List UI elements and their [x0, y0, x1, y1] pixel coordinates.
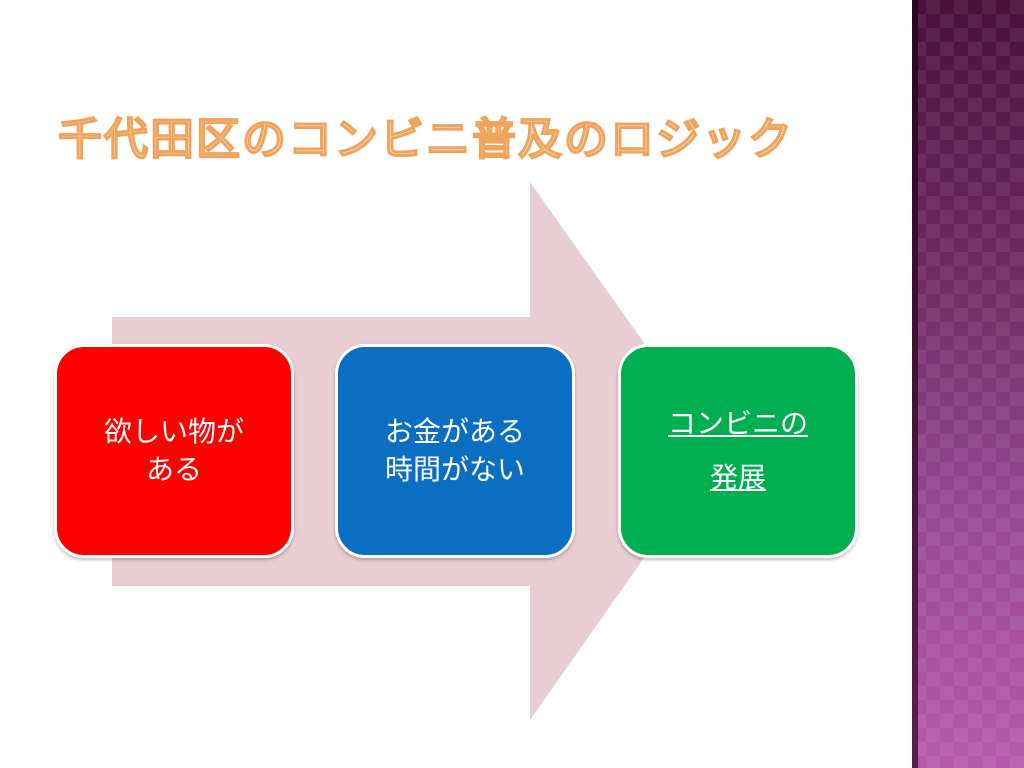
step-2-line-2: 時間がない	[384, 453, 525, 486]
step-box-desire: 欲しい物が ある	[54, 344, 294, 558]
step-3-line-2[interactable]: 発展	[709, 461, 766, 494]
step-1-line-1: 欲しい物が	[103, 415, 244, 448]
step-3-line-1[interactable]: コンビニの	[667, 407, 808, 440]
step-2-line-1: お金がある	[384, 415, 525, 448]
step-box-convenience-store[interactable]: コンビニの 発展	[618, 344, 858, 558]
slide-title: 千代田区のコンビニ普及のロジック	[57, 113, 794, 166]
step-box-money-time: お金がある 時間がない	[335, 344, 575, 558]
decorative-side-band	[912, 0, 1024, 768]
step-1-line-2: ある	[145, 453, 202, 486]
